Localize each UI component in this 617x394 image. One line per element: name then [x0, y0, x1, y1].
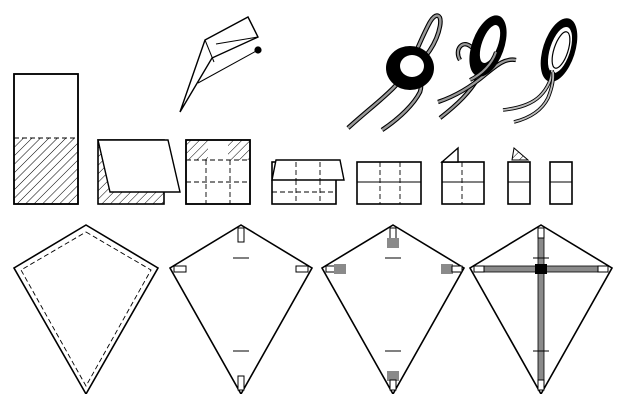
step-side-folds — [442, 148, 484, 204]
pencil-icon — [180, 17, 262, 112]
step-paper-strip — [14, 74, 78, 204]
tape-roll-icon — [438, 10, 516, 118]
step-fold-corner — [98, 140, 180, 204]
kite-with-patches — [322, 225, 464, 394]
step-narrow-fold — [508, 148, 530, 204]
twine-roll-icon — [348, 16, 440, 130]
kite-with-spars — [470, 225, 612, 394]
kite-with-tape-tabs — [170, 225, 312, 394]
step-folded-panel — [357, 162, 421, 204]
step-folded-square — [186, 140, 250, 204]
string-coil-icon — [503, 14, 584, 122]
step-final-fold — [550, 162, 572, 204]
step-fold-flap — [272, 160, 344, 204]
kite-outline — [14, 225, 158, 394]
